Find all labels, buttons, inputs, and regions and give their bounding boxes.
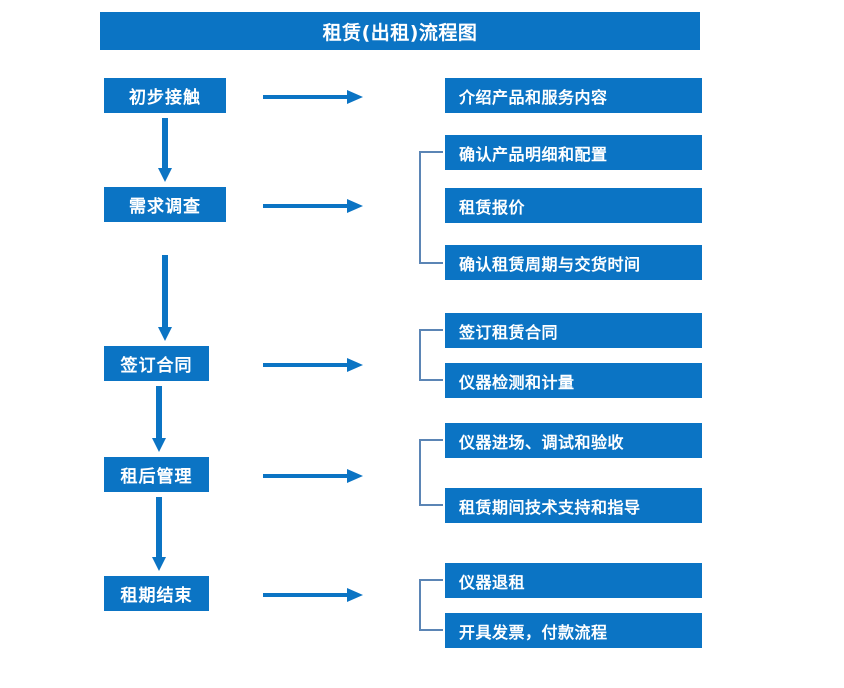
detail-box-8[interactable]: 租赁期间技术支持和指导: [445, 488, 702, 523]
stage-box-2[interactable]: 需求调查: [104, 187, 226, 222]
right-arrow-icon-1: [263, 89, 363, 104]
detail-box-9[interactable]: 仪器退租: [445, 563, 702, 598]
right-arrow-icon-5: [263, 587, 363, 602]
detail-box-10[interactable]: 开具发票，付款流程: [445, 613, 702, 648]
group-bracket-icon-1: [419, 151, 443, 264]
stage-box-5[interactable]: 租期结束: [104, 576, 209, 611]
detail-box-5[interactable]: 签订租赁合同: [445, 313, 702, 348]
detail-box-3[interactable]: 租赁报价: [445, 188, 702, 223]
right-arrow-icon-4: [263, 468, 363, 483]
page-title: 租赁(出租)流程图: [100, 12, 700, 50]
group-bracket-icon-2: [419, 329, 443, 381]
detail-box-7[interactable]: 仪器进场、调试和验收: [445, 423, 702, 458]
down-arrow-icon-2: [158, 255, 172, 341]
right-arrow-icon-2: [263, 198, 363, 213]
down-arrow-icon-1: [158, 118, 172, 182]
detail-box-2[interactable]: 确认产品明细和配置: [445, 135, 702, 170]
down-arrow-icon-4: [152, 497, 166, 571]
down-arrow-icon-3: [152, 386, 166, 452]
stage-box-3[interactable]: 签订合同: [104, 346, 209, 381]
group-bracket-icon-3: [419, 439, 443, 506]
right-arrow-icon-3: [263, 357, 363, 372]
group-bracket-icon-4: [419, 579, 443, 631]
stage-box-4[interactable]: 租后管理: [104, 457, 209, 492]
stage-box-1[interactable]: 初步接触: [104, 78, 226, 113]
detail-box-4[interactable]: 确认租赁周期与交货时间: [445, 245, 702, 280]
detail-box-1[interactable]: 介绍产品和服务内容: [445, 78, 702, 113]
detail-box-6[interactable]: 仪器检测和计量: [445, 363, 702, 398]
